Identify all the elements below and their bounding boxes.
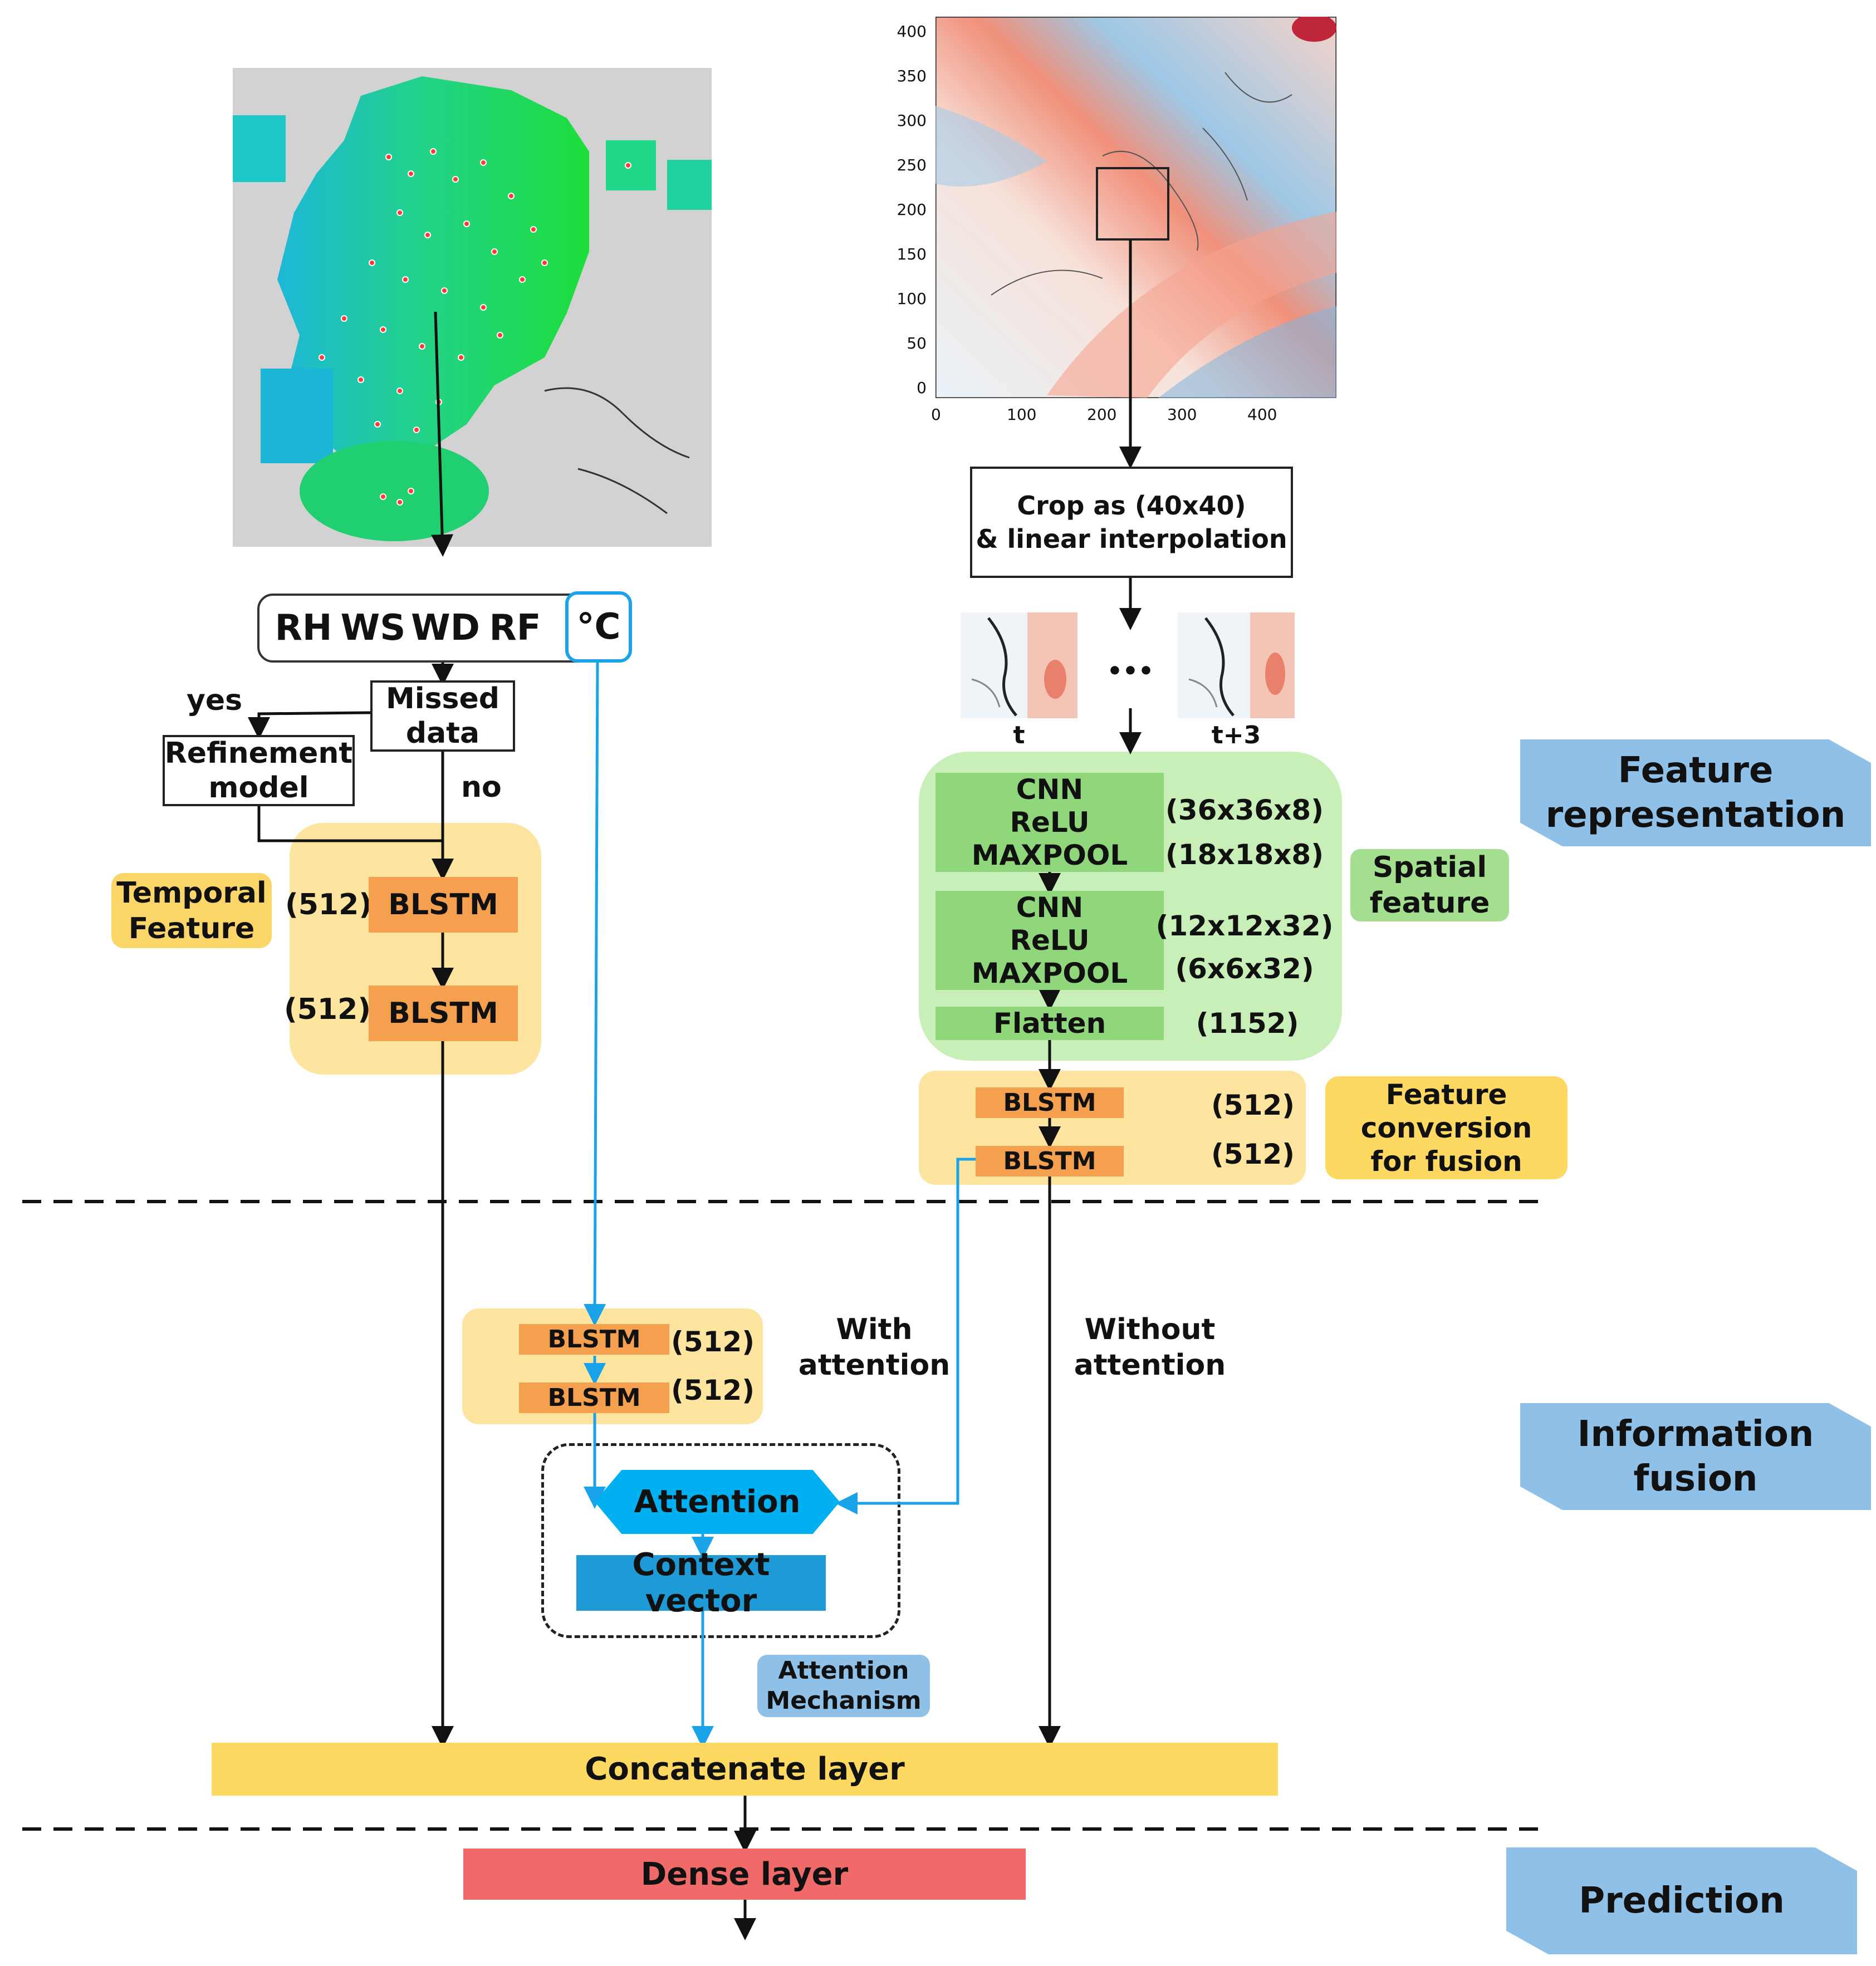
y-tick: 300 — [897, 111, 927, 130]
input-temperature: °C — [565, 591, 632, 663]
temporal-blstm2: BLSTM — [369, 986, 518, 1041]
temporal-blstm2-dim: (512) — [283, 993, 371, 1026]
cropped-map-t3 — [1178, 612, 1295, 718]
dim-cnn1: (36x36x8) — [1165, 794, 1324, 826]
attention-mechanism-box — [541, 1443, 900, 1638]
y-tick: 200 — [897, 200, 927, 219]
field-y-ticks: 400 350 300 250 200 150 100 50 0 — [891, 22, 930, 401]
section-feature-representation: Feature representation — [1520, 739, 1871, 846]
crop-box: Crop as (40x40) & linear interpolation — [970, 467, 1293, 578]
conversion-blstm2: BLSTM — [976, 1146, 1124, 1176]
y-tick: 50 — [907, 334, 927, 352]
dots: ••• — [1106, 656, 1154, 685]
context-vector: Context vector — [576, 1547, 826, 1619]
dim-flatten: (1152) — [1196, 1007, 1299, 1040]
x-tick: 200 — [1087, 405, 1117, 424]
concatenate-layer: Concatenate layer — [212, 1743, 1278, 1796]
cnn1: CNN — [935, 773, 1164, 806]
relu2: ReLU — [935, 924, 1164, 957]
feature-conversion-label: Feature conversion for fusion — [1325, 1076, 1568, 1179]
dim-cnn2: (12x12x32) — [1155, 910, 1334, 942]
refinement-model-box: Refinement model — [163, 735, 355, 806]
maxpool1: MAXPOOL — [935, 839, 1164, 872]
fusion-blstm1: BLSTM — [519, 1324, 669, 1355]
input-wd: WD — [411, 607, 480, 649]
with-attention-label: With attention — [798, 1313, 951, 1382]
attention-mechanism-label: Attention Mechanism — [757, 1655, 930, 1717]
section-information-fusion: Information fusion — [1520, 1403, 1871, 1510]
input-rf: RF — [489, 607, 541, 649]
temporal-blstm1-dim: (512) — [285, 888, 373, 921]
conversion-blstm1: BLSTM — [976, 1087, 1124, 1118]
y-tick: 350 — [897, 67, 927, 85]
input-ws: WS — [340, 607, 406, 649]
label-t3: t+3 — [1211, 720, 1261, 749]
spatial-feature-label: Spatial feature — [1350, 849, 1509, 921]
temporal-feature-label: Temporal Feature — [111, 873, 272, 948]
cnn2: CNN — [935, 891, 1164, 924]
korea-station-map — [233, 68, 712, 547]
fusion-blstm2-dim: (512) — [670, 1374, 755, 1406]
y-tick: 100 — [897, 290, 927, 308]
without-attention-label: Without attention — [1074, 1313, 1226, 1382]
label-t: t — [1013, 720, 1025, 749]
y-tick: 400 — [897, 22, 927, 41]
x-tick: 400 — [1247, 405, 1277, 424]
dense-layer: Dense layer — [463, 1849, 1026, 1900]
cropped-map-t — [961, 612, 1077, 718]
conversion-blstm2-dim: (512) — [1211, 1138, 1295, 1170]
y-tick: 150 — [897, 245, 927, 263]
section-prediction: Prediction — [1506, 1847, 1857, 1954]
temporal-blstm1: BLSTM — [369, 877, 518, 933]
x-tick: 100 — [1007, 405, 1037, 424]
no-label: no — [461, 771, 502, 804]
missed-data-box: Missed data — [370, 680, 515, 752]
x-tick: 0 — [931, 405, 941, 424]
fusion-blstm1-dim: (512) — [670, 1326, 755, 1358]
flatten: Flatten — [935, 1007, 1164, 1040]
attention-node: Attention — [595, 1470, 840, 1534]
field-x-ticks: 0 100 200 300 400 — [924, 405, 1348, 428]
dim-pool2: (6x6x32) — [1175, 953, 1314, 985]
conversion-blstm1-dim: (512) — [1211, 1089, 1295, 1121]
y-tick: 250 — [897, 156, 927, 174]
dim-pool1: (18x18x8) — [1165, 839, 1324, 871]
input-rh: RH — [275, 607, 332, 649]
maxpool2: MAXPOOL — [935, 957, 1164, 990]
east-asia-temperature-field — [934, 14, 1338, 399]
fusion-blstm2: BLSTM — [519, 1382, 669, 1413]
x-tick: 300 — [1167, 405, 1197, 424]
yes-label: yes — [187, 684, 243, 717]
y-tick: 0 — [917, 379, 927, 397]
relu1: ReLU — [935, 806, 1164, 839]
